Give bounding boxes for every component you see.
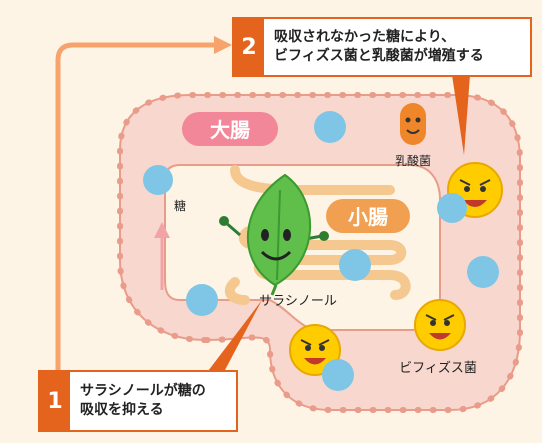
salacinol-leaf-mascot-icon [219,173,329,296]
callout-2-leader [452,75,470,155]
callout-1-leader [205,300,262,375]
lactic-acid-bacteria-label: 乳酸菌 [395,153,431,168]
salacinol-label: サラシノール [259,294,337,309]
bifidobacteria-face-icon [289,324,354,391]
lactic-acid-bacteria-icon [400,103,426,145]
sugar-direction-arrow [154,222,170,290]
sugar-balls [143,111,499,316]
callout-1-line-2: 吸収を抑える [80,402,164,418]
callout-2-line-1: 吸収されなかった糖により、 [274,29,456,45]
callout-2-number: 2 [234,19,264,75]
sugar-label: 糖 [174,198,186,213]
sugar-ball-icon [143,165,173,195]
sugar-ball-icon [339,249,371,281]
callout-1: 1 サラシノールが糖の 吸収を抑える [38,370,238,432]
callout-2-line-2: ビフィズス菌と乳酸菌が増殖する [274,48,484,64]
arrow-icon [154,222,170,238]
bifidobacteria-label: ビフィズス菌 [399,360,477,376]
callout-1-number: 1 [40,372,70,430]
callout-1-line-1: サラシノールが糖の [80,383,206,399]
callout-2: 2 吸収されなかった糖により、 ビフィズス菌と乳酸菌が増殖する [232,17,532,77]
bifidobacteria-face-icon [414,299,466,351]
large-intestine-label [182,112,278,146]
large-intestine-label-text: 大腸 [210,118,250,142]
sugar-ball-icon [186,284,218,316]
flow-arrow [55,36,232,370]
sugar-ball-icon [467,256,499,288]
small-intestine-label [326,199,410,233]
bifidobacteria-face-icon [437,162,503,223]
sugar-ball-icon [314,111,346,143]
arrow-icon [214,36,232,54]
small-intestine-label-text: 小腸 [348,205,388,229]
